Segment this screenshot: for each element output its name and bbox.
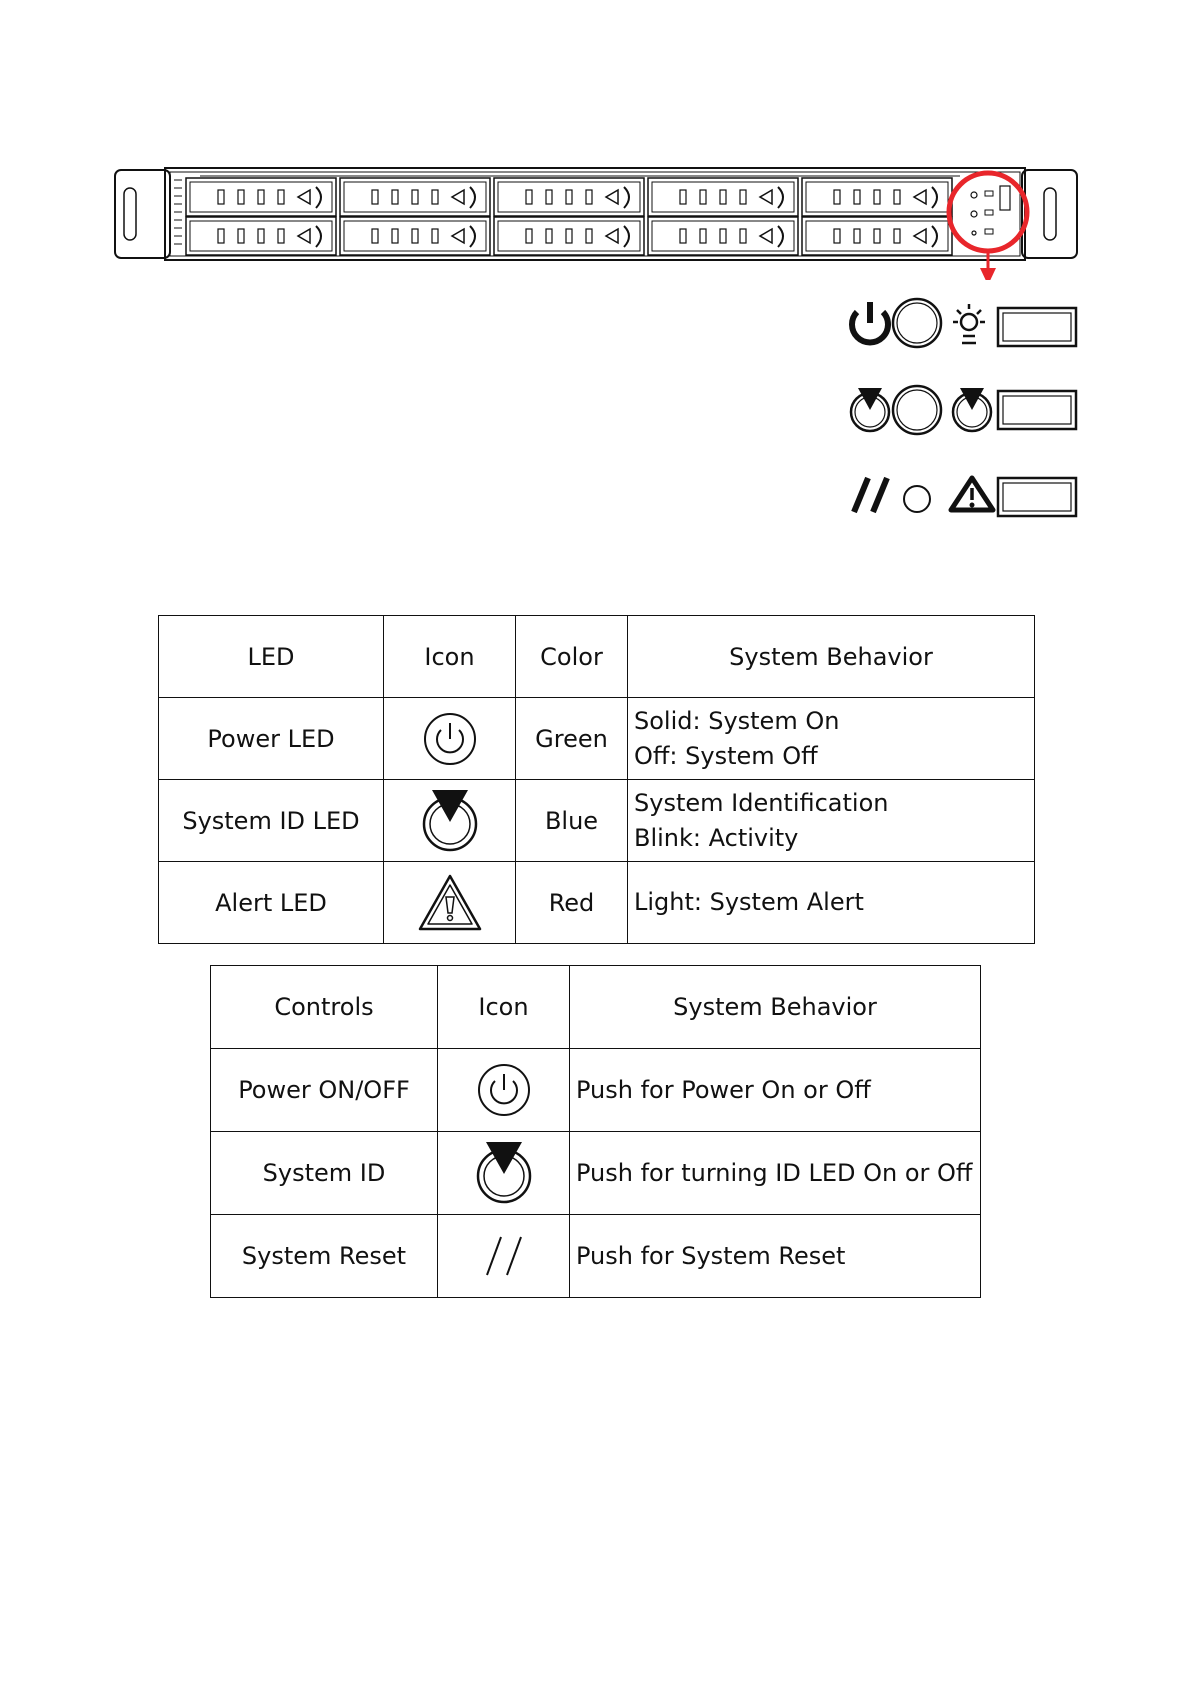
header-color: Color [515, 615, 628, 698]
control-name: System ID [210, 1131, 438, 1215]
control-name: Power ON/OFF [210, 1048, 438, 1132]
header-system-behavior: System Behavior [569, 965, 981, 1049]
alert-icon [948, 475, 996, 513]
control-behavior: Push for turning ID LED On or Off [569, 1131, 981, 1215]
table-row: Alert LED Red Light: System Alert [158, 861, 1035, 944]
behavior-line: Blink: Activity [634, 823, 799, 852]
control-behavior: Push for Power On or Off [569, 1048, 981, 1132]
led-name: System ID LED [158, 779, 384, 862]
table-row: System Reset Push for System Reset [210, 1214, 981, 1298]
reset-button [903, 485, 931, 513]
system-id-icon [422, 789, 477, 851]
led-name: Alert LED [158, 861, 384, 944]
power-icon [423, 712, 476, 765]
header-led: LED [158, 615, 384, 698]
reset-icon [851, 476, 890, 514]
chassis-front-view [114, 167, 1078, 280]
led-table: LED Icon Color System Behavior Power LED… [158, 615, 1035, 944]
system-id-icon [476, 1142, 531, 1204]
behavior-line: Light: System Alert [634, 888, 864, 916]
power-icon [849, 302, 891, 346]
power-button [891, 297, 943, 349]
power-icon [477, 1064, 530, 1116]
control-behavior: Push for System Reset [569, 1214, 981, 1298]
status-indicator-box [996, 306, 1078, 348]
table-row: System ID LED Blue System Identification… [158, 779, 1035, 862]
behavior-line: System Identification [634, 788, 889, 817]
behavior-line: Off: System Off [634, 741, 818, 770]
system-id-icon [849, 388, 891, 433]
info-led-icon [953, 304, 985, 345]
alert-icon [418, 874, 481, 930]
header-icon: Icon [437, 965, 570, 1049]
controls-table: Controls Icon System Behavior Power ON/O… [210, 965, 981, 1298]
control-panel-detail [849, 297, 1078, 518]
table-row: Power LED Green Solid: System On Off: Sy… [158, 697, 1035, 780]
table-header-row: Controls Icon System Behavior [210, 965, 981, 1049]
control-name: System Reset [210, 1214, 438, 1298]
reset-icon [485, 1236, 522, 1276]
header-controls: Controls [210, 965, 438, 1049]
header-system-behavior: System Behavior [627, 615, 1035, 698]
table-row: System ID Push for turning ID LED On or … [210, 1131, 981, 1215]
header-icon: Icon [383, 615, 516, 698]
behavior-line: Solid: System On [634, 706, 840, 735]
led-color: Red [515, 861, 628, 944]
led-name: Power LED [158, 697, 384, 780]
led-color: Blue [515, 779, 628, 862]
led-color: Green [515, 697, 628, 780]
table-row: Power ON/OFF Push for Power On or Off [210, 1048, 981, 1132]
system-id-led-icon [951, 388, 993, 433]
table-header-row: LED Icon Color System Behavior [158, 615, 1035, 698]
